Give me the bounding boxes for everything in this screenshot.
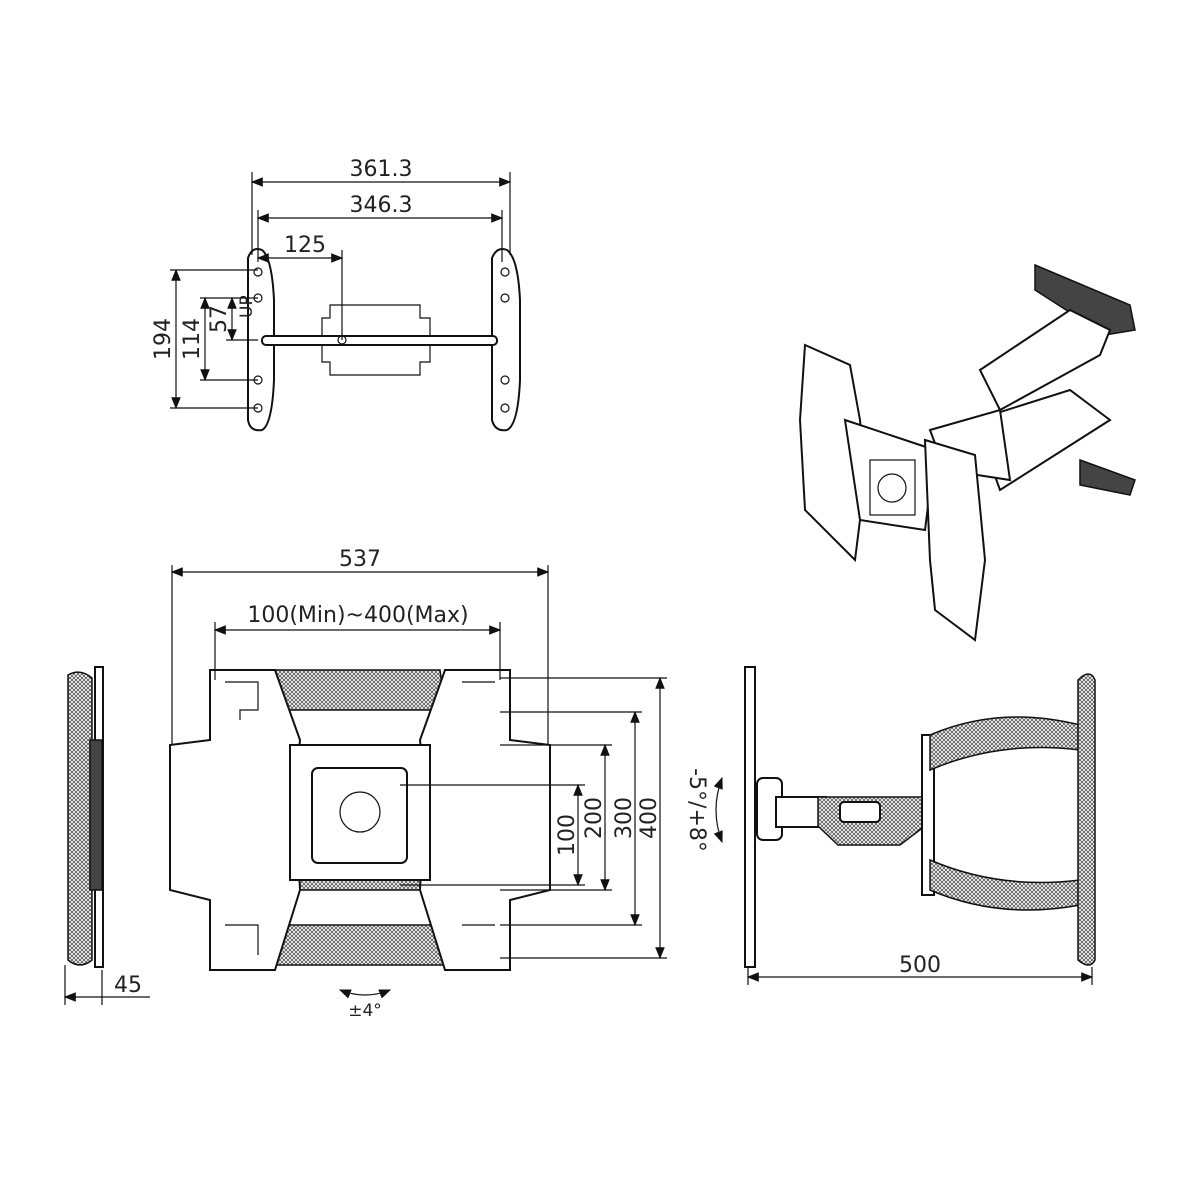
dim-194: 194 bbox=[151, 318, 176, 360]
dim-vesa-range: 100(Min)~400(Max) bbox=[247, 603, 468, 628]
isometric-view bbox=[798, 263, 1136, 642]
dim-300: 300 bbox=[612, 797, 637, 839]
dim-45: 45 bbox=[114, 973, 142, 998]
front-view: ±4° bbox=[169, 669, 551, 1021]
dim-100: 100 bbox=[555, 814, 580, 856]
arm-side-view: 500 -5°/+8° bbox=[684, 666, 1096, 985]
top-view-wall-plate: UP bbox=[237, 248, 521, 432]
dim-346-3: 346.3 bbox=[350, 193, 413, 218]
dim-114: 114 bbox=[180, 318, 205, 360]
top-view-dimensions: 361.3 346.3 125 194 114 57 bbox=[151, 157, 512, 410]
side-view: 45 bbox=[63, 666, 150, 1005]
dim-57: 57 bbox=[207, 305, 232, 333]
dim-537: 537 bbox=[339, 547, 381, 572]
dim-500: 500 bbox=[899, 953, 941, 978]
dim-400: 400 bbox=[637, 797, 662, 839]
dim-125: 125 bbox=[284, 233, 326, 258]
up-label: UP bbox=[237, 295, 257, 318]
front-view-dimensions: 537 100(Min)~400(Max) 100 200 300 400 bbox=[170, 547, 667, 960]
tilt-side-label: ±4° bbox=[348, 1001, 382, 1021]
tilt-label: -5°/+8° bbox=[684, 768, 709, 852]
dim-200: 200 bbox=[582, 797, 607, 839]
dim-361-3: 361.3 bbox=[350, 157, 413, 182]
